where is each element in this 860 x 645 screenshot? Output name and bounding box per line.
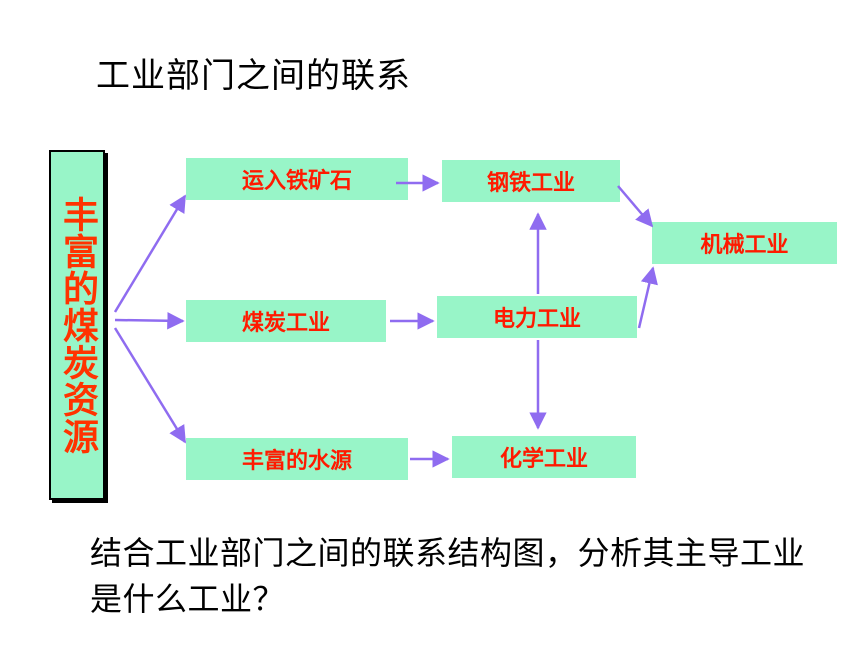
node-iron-ore: 运入铁矿石	[186, 158, 408, 200]
node-machinery-industry-label: 机械工业	[700, 233, 789, 258]
node-power-industry-label: 电力工业	[492, 307, 581, 332]
node-steel-industry: 钢铁工业	[442, 160, 620, 202]
node-coal-industry: 煤炭工业	[186, 300, 386, 342]
page-title: 工业部门之间的联系	[96, 56, 411, 96]
source-box: 丰富的煤炭资源	[49, 150, 105, 500]
arrow-source-to-ore	[113, 194, 187, 313]
question-text: 结合工业部门之间的联系结构图，分析其主导工业是什么工业？	[90, 534, 806, 618]
arrow-source-to-coal	[114, 312, 185, 330]
arrow-source-to-water	[113, 327, 187, 444]
node-coal-industry-label: 煤炭工业	[241, 311, 330, 336]
source-label: 丰富的煤炭资源	[57, 195, 98, 455]
node-power-industry: 电力工业	[437, 296, 637, 338]
node-water-source-label: 丰富的水源	[241, 449, 352, 474]
node-steel-industry-label: 钢铁工业	[486, 171, 575, 196]
arrow-steel-to-machinery	[617, 185, 654, 228]
node-machinery-industry: 机械工业	[652, 222, 837, 264]
node-water-source: 丰富的水源	[186, 438, 408, 480]
arrow-power-to-machinery	[637, 266, 658, 329]
node-iron-ore-label: 运入铁矿石	[241, 169, 352, 194]
node-chemical-industry-label: 化学工业	[499, 447, 588, 472]
node-chemical-industry: 化学工业	[452, 436, 636, 478]
